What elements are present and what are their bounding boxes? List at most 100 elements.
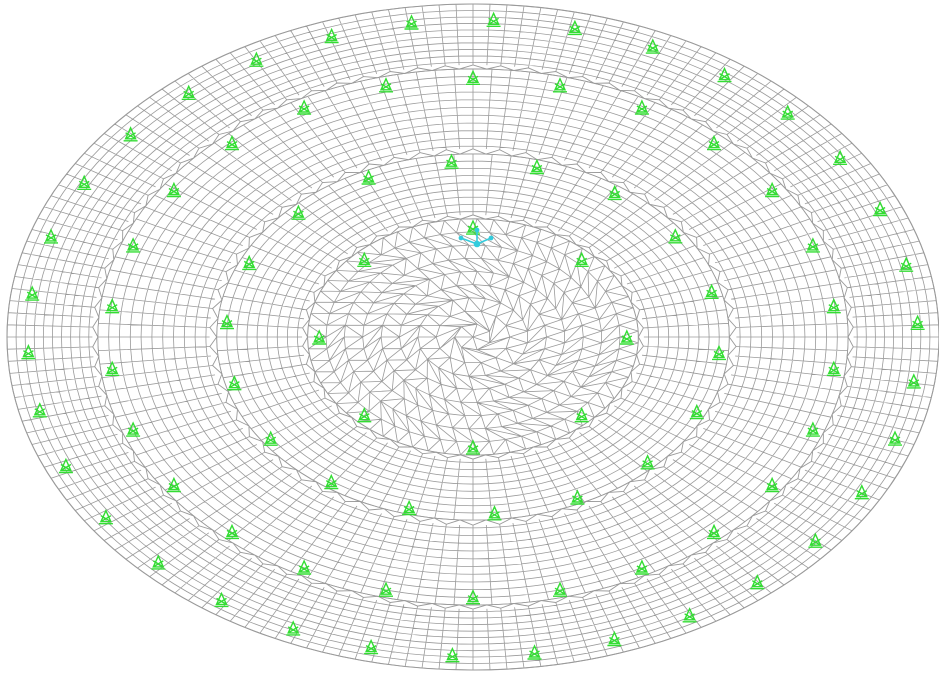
axis-origin [473, 240, 481, 248]
pin-support-icon [166, 476, 181, 493]
pin-support-icon [854, 484, 869, 500]
pin-support-icon [151, 554, 166, 570]
pin-support-icon [444, 153, 459, 169]
pin-support-icon [166, 181, 181, 198]
pin-support-icon [899, 256, 914, 272]
pin-support-icon [98, 509, 113, 525]
pin-support-icon [324, 473, 339, 490]
pin-support-icon [553, 77, 567, 93]
axes-glyph [458, 227, 494, 248]
pin-support-icon [668, 228, 683, 244]
pin-support-icon [826, 360, 841, 376]
pin-support-icon [21, 344, 36, 360]
pin-support-icon [750, 574, 765, 590]
pin-support-icon [58, 457, 73, 474]
pin-support-icon [712, 344, 726, 361]
axis-x-tip [458, 235, 464, 241]
pin-support-icon [553, 581, 567, 597]
center-mesh-lines [307, 218, 639, 456]
pin-support-icon [105, 360, 120, 376]
pin-support-icon [574, 407, 589, 423]
pin-support-icon [808, 532, 823, 548]
pin-support-icon [466, 589, 480, 605]
pin-support-icon [619, 329, 634, 345]
axis-z-tip [474, 227, 480, 233]
pin-support-icon [286, 620, 301, 636]
middle-support-ring [220, 153, 726, 521]
pin-support-icon [466, 219, 480, 235]
pin-support-icon [529, 158, 544, 175]
pin-support-icon [640, 454, 655, 470]
pin-support-icon [906, 373, 921, 389]
pin-support-icon [466, 439, 480, 455]
pin-support-icon [312, 329, 327, 345]
pin-support-icon [379, 581, 393, 597]
pin-support-icon [123, 126, 138, 142]
pin-support-icon [297, 559, 312, 575]
pin-support-icon [181, 84, 196, 101]
pin-support-icon [404, 14, 419, 30]
pin-support-icon [689, 403, 704, 420]
pin-support-icon [263, 430, 278, 446]
pin-support-icon [466, 69, 480, 86]
pin-support-icon [682, 607, 697, 623]
pin-support-icon [826, 298, 841, 314]
pin-support-icon [888, 430, 902, 446]
pin-support-icon [126, 237, 141, 253]
pin-support-icon [364, 638, 379, 655]
pin-support-icon [25, 285, 40, 301]
pin-support-icon [607, 630, 622, 647]
pin-support-icon [567, 19, 582, 36]
pin-support-icon [634, 99, 649, 115]
pin-support-icon [634, 559, 649, 575]
pin-support-icon [402, 499, 417, 516]
pin-support-icon [357, 251, 372, 267]
finite-element-mesh [6, 3, 939, 671]
pin-support-icon [607, 184, 622, 201]
center-triangulated-zone [307, 218, 639, 456]
pin-support-icon [765, 476, 780, 493]
pin-support-icon [717, 66, 732, 83]
slab-edge [6, 3, 939, 671]
pin-support-icon [780, 104, 795, 120]
support-markers [21, 11, 925, 663]
pin-support-icon [214, 591, 229, 608]
pin-support-icon [44, 228, 58, 244]
pin-support-icon [805, 421, 820, 437]
xyz-axes-icon [458, 227, 494, 248]
axis-y-tip [488, 235, 494, 241]
pin-support-icon [707, 523, 721, 540]
pin-support-icon [805, 237, 820, 253]
pin-support-icon [486, 11, 501, 27]
pin-support-icon [225, 134, 239, 151]
edge-support-ring [21, 11, 925, 663]
pin-support-icon [220, 313, 234, 330]
pin-support-icon [105, 298, 120, 314]
pin-support-icon [379, 77, 393, 93]
pin-support-icon [570, 489, 585, 505]
pin-support-icon [77, 174, 92, 191]
pin-support-icon [32, 402, 47, 418]
inner-support-ring [312, 219, 634, 455]
pin-support-icon [249, 51, 264, 67]
pin-support-icon [297, 99, 312, 115]
pin-support-icon [765, 181, 780, 198]
pin-support-icon [324, 27, 339, 44]
pin-support-icon [242, 254, 257, 271]
pin-support-icon [126, 421, 141, 437]
pin-support-icon [707, 134, 721, 151]
pin-support-icon [291, 204, 306, 220]
pin-support-icon [225, 523, 239, 540]
pin-support-icon [645, 38, 660, 54]
pin-support-icon [833, 149, 848, 166]
pin-support-icon [574, 251, 589, 267]
pin-support-icon [357, 407, 372, 423]
pin-support-icon [527, 644, 542, 660]
pin-support-icon [445, 647, 460, 663]
pin-support-icon [227, 375, 242, 391]
pin-support-icon [910, 314, 925, 330]
pin-support-icon [361, 169, 376, 185]
pin-support-icon [873, 200, 888, 217]
